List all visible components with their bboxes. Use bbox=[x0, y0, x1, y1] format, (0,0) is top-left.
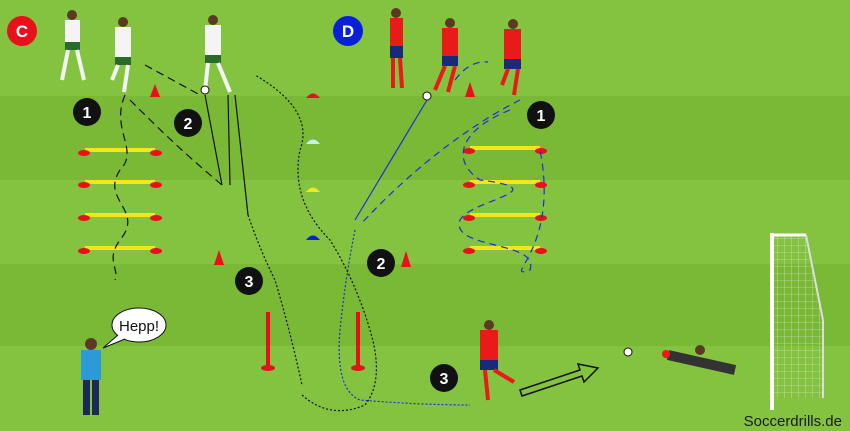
slalom-poles bbox=[261, 312, 365, 371]
svg-text:1: 1 bbox=[83, 105, 92, 122]
group-c-paths bbox=[112, 64, 377, 412]
step-c-1: 1 bbox=[73, 98, 101, 126]
pitch-stripe bbox=[0, 346, 850, 431]
step-c-2: 2 bbox=[174, 109, 202, 137]
step-d-3: 3 bbox=[430, 364, 458, 392]
svg-text:2: 2 bbox=[184, 116, 193, 133]
ball bbox=[422, 91, 432, 101]
svg-text:D: D bbox=[342, 22, 354, 41]
shooter bbox=[480, 320, 516, 401]
step-markers: 1 2 3 1 2 3 bbox=[73, 98, 555, 392]
speed-ladder-left bbox=[78, 148, 162, 254]
speed-ladder-right bbox=[463, 146, 547, 254]
pitch-stripe bbox=[0, 0, 850, 96]
svg-text:3: 3 bbox=[440, 371, 449, 388]
goalkeeper bbox=[662, 345, 737, 375]
svg-text:3: 3 bbox=[245, 274, 254, 291]
ball bbox=[200, 85, 210, 95]
ball bbox=[623, 347, 633, 357]
shot-arrow bbox=[519, 363, 600, 397]
group-c-badge: C bbox=[7, 16, 37, 46]
svg-text:Hepp!: Hepp! bbox=[119, 318, 159, 335]
step-d-2: 2 bbox=[367, 249, 395, 277]
step-c-3: 3 bbox=[235, 267, 263, 295]
group-d-paths bbox=[338, 61, 545, 406]
cones bbox=[150, 82, 475, 267]
svg-text:1: 1 bbox=[537, 108, 546, 125]
svg-text:2: 2 bbox=[377, 256, 386, 273]
group-d-badge: D bbox=[333, 16, 363, 46]
goal bbox=[770, 233, 824, 410]
players-group-d bbox=[390, 8, 521, 401]
speech-bubble: Hepp! bbox=[102, 307, 167, 349]
players-group-c bbox=[60, 10, 232, 95]
svg-text:C: C bbox=[16, 22, 28, 41]
step-d-1: 1 bbox=[527, 101, 555, 129]
pitch-stripe bbox=[0, 96, 850, 180]
coach bbox=[81, 338, 101, 415]
watermark: Soccerdrills.de bbox=[744, 413, 842, 430]
